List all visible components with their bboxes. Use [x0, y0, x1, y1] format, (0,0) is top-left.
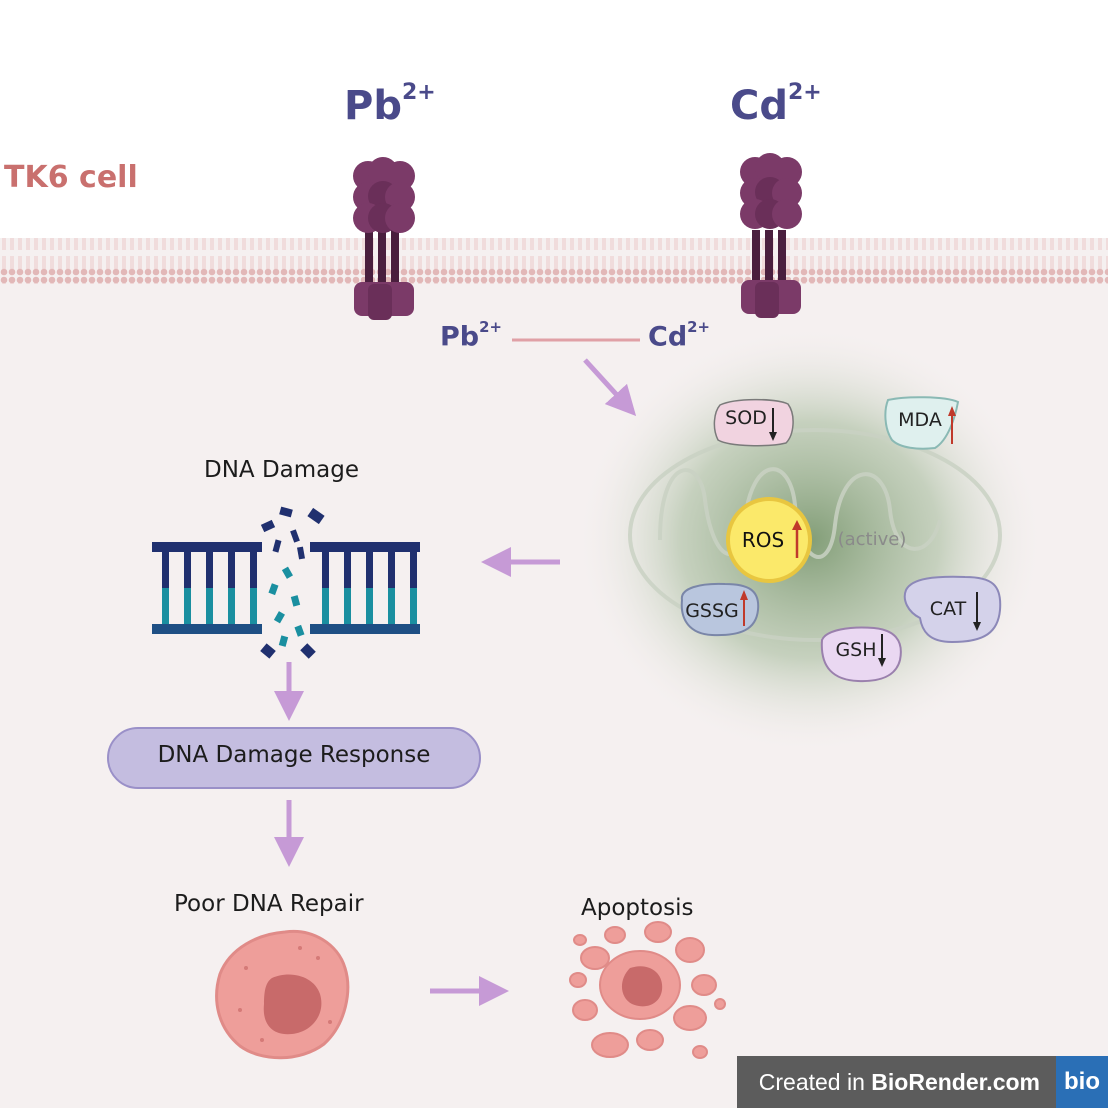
gsh-marker: GSH — [820, 626, 902, 683]
ros-up-arrow-icon — [792, 520, 802, 558]
dna-damage-label: DNA Damage — [204, 457, 360, 483]
pb-extracellular-label: Pb2+ — [344, 80, 436, 129]
svg-text:CAT: CAT — [930, 598, 967, 620]
svg-text:GSH: GSH — [835, 639, 876, 661]
cd-extracellular-label: Cd2+ — [730, 80, 822, 129]
ros-label: ROS — [742, 528, 784, 552]
ros-circle — [726, 497, 812, 583]
cell-membrane — [0, 238, 1108, 284]
damaged-dna-icon — [152, 506, 420, 659]
apoptotic-nucleus-fragment — [621, 966, 663, 1007]
apoptotic-cell-icon — [569, 921, 726, 1059]
cell-label: TK6 cell — [4, 160, 138, 195]
gssg-marker: GSSG — [680, 582, 760, 637]
svg-text:GSSG: GSSG — [685, 600, 739, 622]
biorender-logo-icon: bio — [1056, 1056, 1108, 1108]
poor-repair-label: Poor DNA Repair — [174, 891, 364, 917]
cat-marker: CAT — [903, 575, 1002, 644]
sod-marker: SOD — [713, 398, 794, 447]
biorender-badge[interactable]: Created in BioRender.com bio — [736, 1056, 1108, 1108]
pb-intracellular-label: Pb2+ — [440, 318, 502, 353]
svg-text:SOD: SOD — [725, 407, 767, 429]
mda-marker: MDA — [884, 396, 960, 450]
ddr-label: DNA Damage Response — [157, 742, 431, 768]
poor-repair-cell-icon — [215, 929, 350, 1060]
pb-channel — [353, 157, 415, 320]
ddr-box — [107, 727, 481, 789]
cd-intracellular-label: Cd2+ — [648, 318, 710, 353]
active-label: (active) — [838, 529, 907, 550]
arrow-ions-to-mito — [583, 358, 637, 417]
svg-text:MDA: MDA — [898, 409, 942, 431]
cd-channel — [740, 153, 802, 318]
apoptosis-label: Apoptosis — [581, 895, 694, 921]
biorender-badge-text: Created in BioRender.com — [736, 1056, 1056, 1108]
